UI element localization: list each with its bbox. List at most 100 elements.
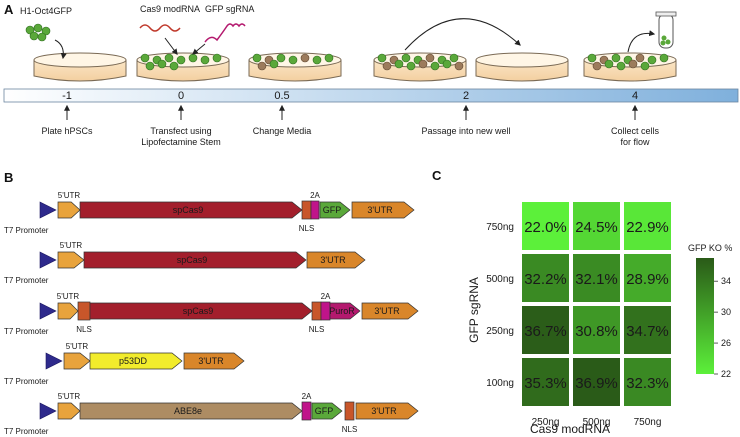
timeline-tick-label: 0 <box>178 90 184 102</box>
abe8e-block <box>79 402 303 420</box>
twoa-block-top-label: 2A <box>310 191 320 200</box>
cell-icon <box>200 55 210 65</box>
cell-line-label: H1-Oct4GFP <box>20 6 72 16</box>
timeline-tick-label: -1 <box>62 90 72 102</box>
utr3-block <box>361 302 419 320</box>
utr3-block-label: 3'UTR <box>320 255 346 265</box>
cell-icon <box>430 61 440 71</box>
utr5-block <box>57 402 81 420</box>
mrna-arrow <box>164 37 178 55</box>
timeline-tick-label: 4 <box>632 90 638 102</box>
cell-icon <box>635 53 645 63</box>
collection-tube-icon <box>655 11 677 49</box>
heatmap-cell-value: 32.3% <box>626 375 669 392</box>
panel-b-label: B <box>4 170 13 185</box>
nls-block-bottom-label: NLS <box>299 224 315 233</box>
nls-block <box>77 301 91 321</box>
spcas9-block-label: spCas9 <box>183 306 214 316</box>
heatmap-row-label: 250ng <box>486 326 514 337</box>
timeline-event-label: Transfect using <box>150 126 211 136</box>
utr3-block-label: 3'UTR <box>198 356 224 366</box>
collect-arrow <box>627 30 656 53</box>
cell-icon <box>611 53 621 63</box>
cell-icon <box>640 61 650 71</box>
gfp-block <box>319 201 351 219</box>
heatmap-cell <box>522 358 569 406</box>
dish-rim <box>475 52 569 68</box>
promoter-icon <box>39 302 57 320</box>
heatmap-ylabel: GFP sgRNA <box>467 277 481 343</box>
twoa-block <box>310 200 320 220</box>
utr3-block-label: 3'UTR <box>374 306 400 316</box>
promoter-label: T7 Promoter <box>4 327 49 336</box>
heatmap-cell <box>522 306 569 354</box>
utr3-block <box>183 352 245 370</box>
promoter-label: T7 Promoter <box>4 427 49 436</box>
cell-icon <box>454 61 464 71</box>
promoter-icon <box>39 201 57 219</box>
cell-icon <box>425 53 435 63</box>
heatmap-cell <box>522 202 569 250</box>
spcas9-block <box>83 251 307 269</box>
utr3-block <box>355 402 419 420</box>
panel-a-label: A <box>4 2 14 17</box>
promoter-label: T7 Promoter <box>4 276 49 285</box>
gfp-block-label: GFP <box>323 205 342 215</box>
cell-icon <box>394 59 404 69</box>
utr5-block <box>57 201 81 219</box>
dish-icon <box>373 52 467 82</box>
timeline-event-label: Collect cells <box>611 126 660 136</box>
dish-icon <box>136 52 230 82</box>
sgrna-arrow <box>192 43 206 55</box>
cell-icon <box>616 61 626 71</box>
cell-icon <box>164 53 174 63</box>
heatmap-col-label: 250ng <box>532 417 560 428</box>
cell-icon <box>176 55 186 65</box>
heatmap-cell-value: 35.3% <box>524 375 567 392</box>
nls-block <box>301 200 312 220</box>
promoter-label: T7 Promoter <box>4 377 49 386</box>
spcas9-block-label: spCas9 <box>173 205 204 215</box>
cell-icon <box>647 55 657 65</box>
nls-block-bottom-label: NLS <box>76 325 92 334</box>
utr3-block-label: 3'UTR <box>371 406 397 416</box>
heatmap-cell <box>522 254 569 302</box>
utr5-block-top-label: 5'UTR <box>66 342 89 351</box>
culture-dishes <box>33 52 677 82</box>
utr5-block <box>63 352 91 370</box>
cell-icon <box>212 53 222 63</box>
cas9-label: Cas9 modRNA <box>140 4 200 14</box>
cell-icon <box>324 53 334 63</box>
colorbar-tick-label: 26 <box>721 338 731 348</box>
heatmap-col-label: 500ng <box>583 417 611 428</box>
cell-clump-icon <box>25 23 51 42</box>
cell-icon <box>300 53 310 63</box>
cell-icon <box>628 59 638 69</box>
promoter-icon <box>45 352 63 370</box>
spcas9-block-label: spCas9 <box>177 255 208 265</box>
utr5-block-top-label: 5'UTR <box>60 241 83 250</box>
spcas9-block <box>89 302 313 320</box>
utr5-block <box>57 251 85 269</box>
colorbar-title: GFP KO % <box>688 243 732 253</box>
promoter-label: T7 Promoter <box>4 226 49 235</box>
cas9-mrna-icon <box>139 24 181 32</box>
utr3-block-label: 3'UTR <box>367 205 393 215</box>
dish-icon <box>475 52 569 82</box>
nls-block-bottom-label: NLS <box>342 425 358 434</box>
cell-icon <box>406 61 416 71</box>
timeline-bar <box>3 88 739 103</box>
cell-icon <box>145 61 155 71</box>
timeline-tick-label: 2 <box>463 90 469 102</box>
utr5-block-top-label: 5'UTR <box>57 292 80 301</box>
cell-icon <box>140 53 150 63</box>
heatmap-cell-value: 30.8% <box>575 323 618 340</box>
abe8e-block-label: ABE8e <box>174 406 202 416</box>
nls-block <box>311 301 322 321</box>
cell-icon <box>418 59 428 69</box>
seed-arrow <box>54 39 67 60</box>
